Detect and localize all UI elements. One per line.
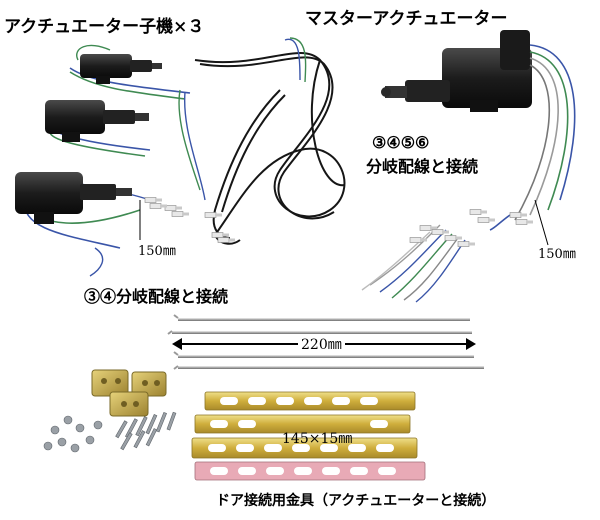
master-length-label: 150㎜ [538,247,576,262]
wiring-harness [178,37,346,245]
mounting-brackets [91,369,167,417]
master-actuator [381,30,532,112]
slave-actuator-2 [45,100,151,157]
slave-title: アクチュエーター子機×３ [4,17,205,37]
slave-actuator-1 [69,44,191,100]
master-wires [489,44,576,231]
branch-terminals [409,225,476,247]
master-wiring-text: 分岐配線と接続 [366,157,479,176]
door-rods [167,314,484,370]
rod-length-label: 220㎜ [298,334,345,354]
master-length-leader [534,199,549,246]
slave-length-label: 150㎜ [138,244,176,259]
slave-wiring-label: ③④分岐配線と接続 [84,287,229,306]
hardware-caption: ドア接続用金具（アクチュエーターと接続） [216,493,496,509]
master-wiring-nums: ③④⑤⑥ [372,133,430,152]
screws [43,411,177,453]
plate-size-label: 145×15㎜ [282,431,353,447]
connection-plates [191,391,426,481]
slave-terminals [144,197,190,217]
slave-actuator-3 [15,172,151,277]
master-title: マスターアクチュエーター [305,9,508,29]
